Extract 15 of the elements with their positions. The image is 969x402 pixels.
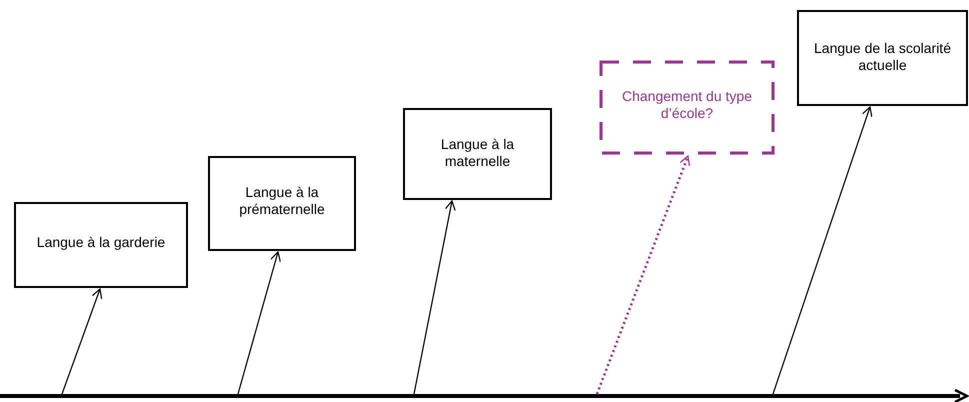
text-box: [403, 108, 552, 200]
box-label: Langue à la garderie: [36, 234, 166, 251]
text-box: [14, 202, 188, 288]
box-label: Langue à la maternelle: [440, 136, 516, 170]
dashed-box: [599, 60, 775, 155]
arrow: [61, 288, 102, 394]
text-box: [208, 156, 356, 251]
box-label: Langue à la prématernelle: [238, 184, 326, 218]
arrow: [237, 251, 281, 394]
text-box: [797, 10, 968, 106]
arrow: [772, 106, 872, 394]
box-label: Langue de la scolarité actuelle: [813, 40, 952, 74]
box-label: Changement du type d’école?: [621, 88, 753, 122]
arrow: [413, 200, 456, 394]
arrow: [596, 155, 690, 394]
